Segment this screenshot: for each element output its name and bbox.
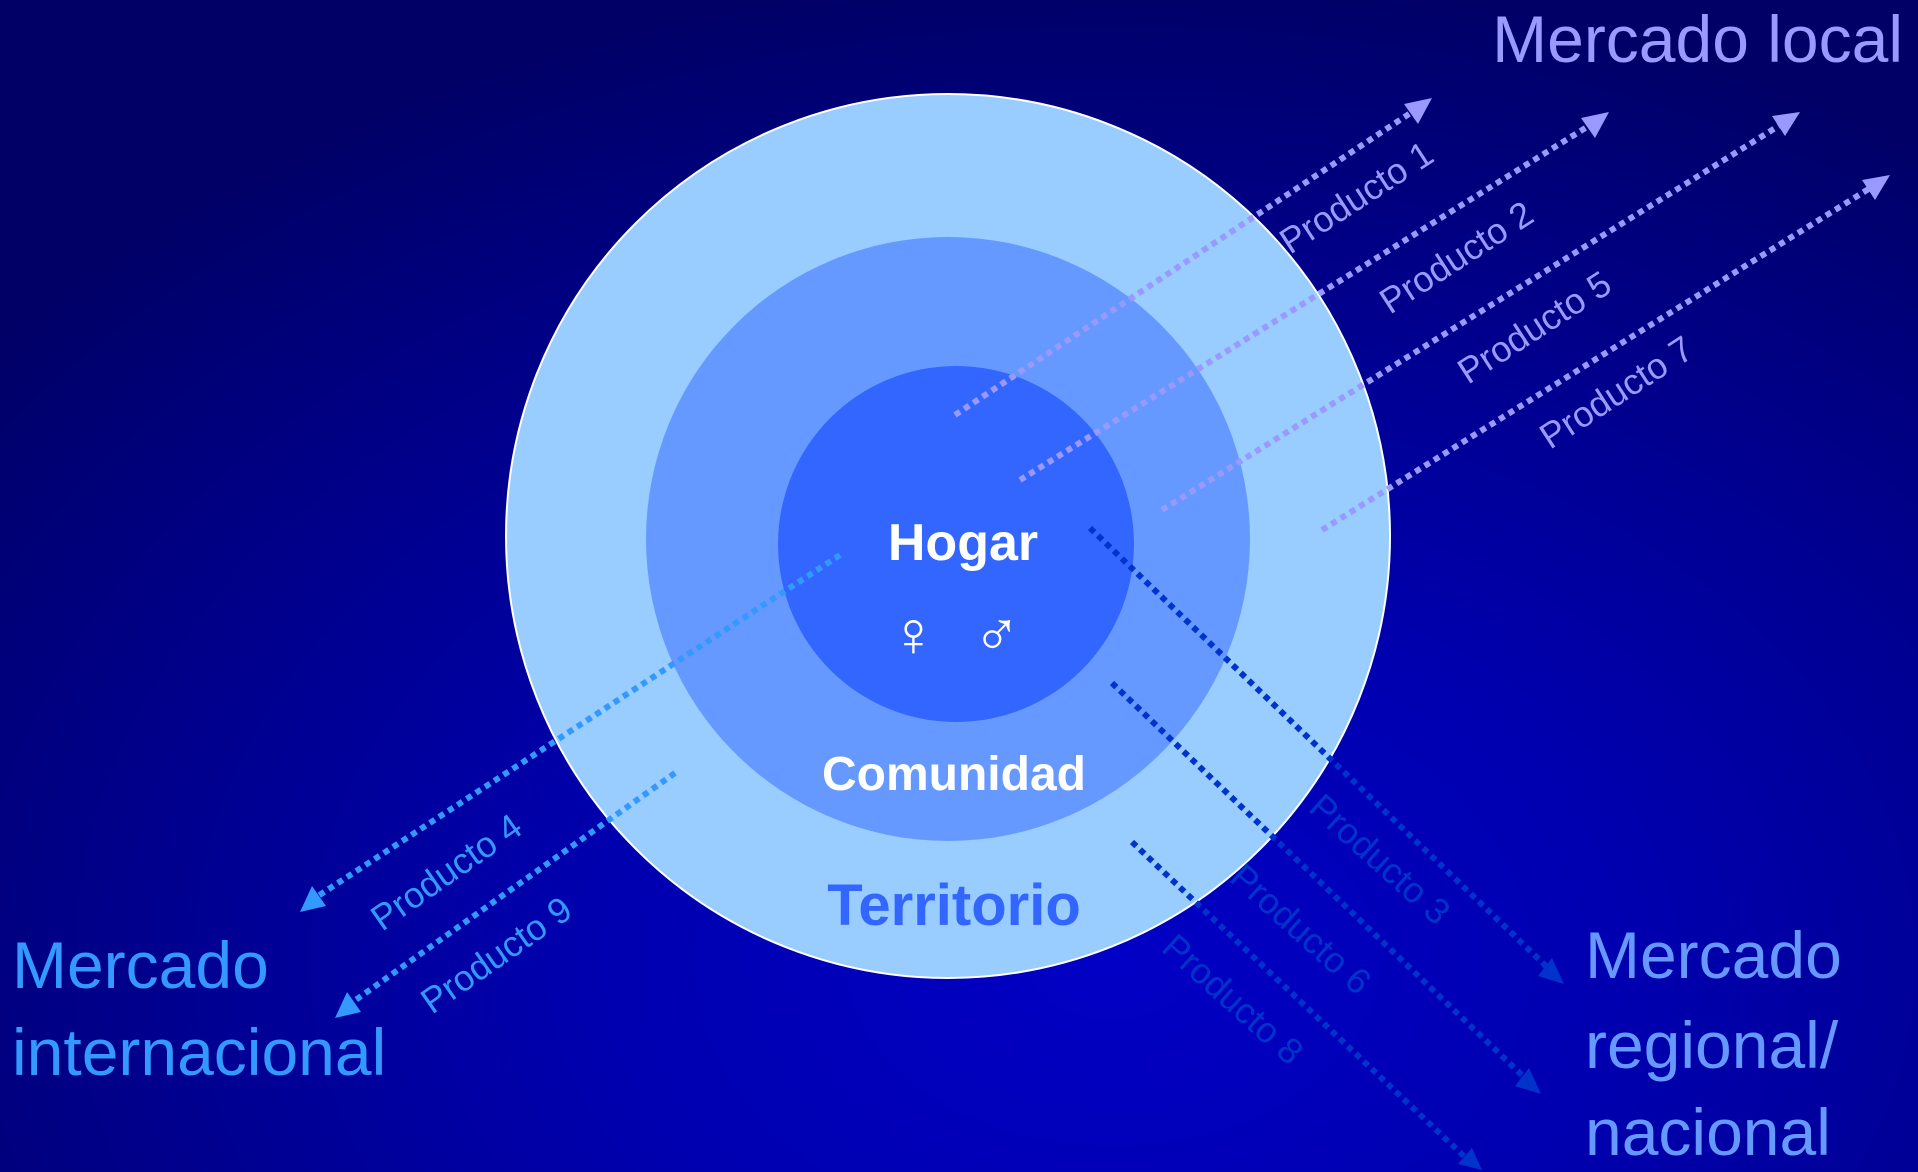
label-producto-9: Producto 9 [413, 888, 579, 1021]
arrow-producto-8 [1129, 839, 1471, 1163]
arrow-producto-3 [1087, 525, 1551, 971]
internacional-arrowheads [300, 886, 361, 1018]
arrow-producto-4 [313, 552, 842, 901]
mercado-regional-line3: nacional [1585, 1095, 1831, 1169]
territorio-label: Territorio [827, 873, 1081, 938]
label-producto-2: Producto 2 [1372, 192, 1540, 321]
comunidad-label: Comunidad [822, 748, 1086, 801]
regional-arrows [1087, 525, 1551, 1163]
arrowhead-producto-9 [335, 992, 361, 1018]
label-producto-6: Producto 6 [1223, 855, 1380, 1002]
mercado-regional-line1: Mercado [1585, 918, 1842, 992]
arrowhead-producto-7 [1862, 175, 1890, 200]
internacional-product-labels: Producto 4 Producto 9 [363, 805, 579, 1021]
arrow-producto-5 [1160, 119, 1787, 513]
mercado-local-label: Mercado local [1492, 2, 1903, 76]
hogar-ring [778, 366, 1134, 722]
hogar-label: Hogar [888, 514, 1038, 572]
label-producto-1: Producto 1 [1272, 132, 1440, 261]
gender-symbols: ♀ ♂ [889, 598, 1021, 670]
local-arrows [953, 105, 1877, 533]
internacional-arrows [313, 552, 842, 1007]
label-producto-4: Producto 4 [363, 805, 529, 938]
arrow-producto-7 [1320, 182, 1877, 533]
arrowhead-producto-2 [1581, 112, 1609, 138]
label-producto-8: Producto 8 [1155, 925, 1312, 1072]
label-producto-5: Producto 5 [1450, 262, 1618, 391]
arrowhead-producto-3 [1538, 958, 1564, 984]
arrow-producto-6 [1109, 680, 1528, 1081]
arrow-producto-2 [1018, 119, 1597, 483]
arrowhead-producto-8 [1458, 1148, 1482, 1170]
mercado-regional-line2: regional/ [1585, 1008, 1839, 1082]
arrowhead-producto-4 [300, 886, 326, 912]
arrowhead-producto-5 [1772, 112, 1800, 136]
arrowhead-producto-6 [1515, 1068, 1541, 1094]
arrowhead-producto-1 [1404, 98, 1432, 124]
mercado-internacional-line2: internacional [12, 1015, 386, 1089]
arrow-producto-1 [953, 105, 1420, 418]
local-arrowheads [1404, 98, 1890, 200]
arrow-producto-9 [348, 770, 677, 1007]
regional-arrowheads [1458, 958, 1564, 1170]
mercado-internacional-line1: Mercado [12, 928, 269, 1002]
